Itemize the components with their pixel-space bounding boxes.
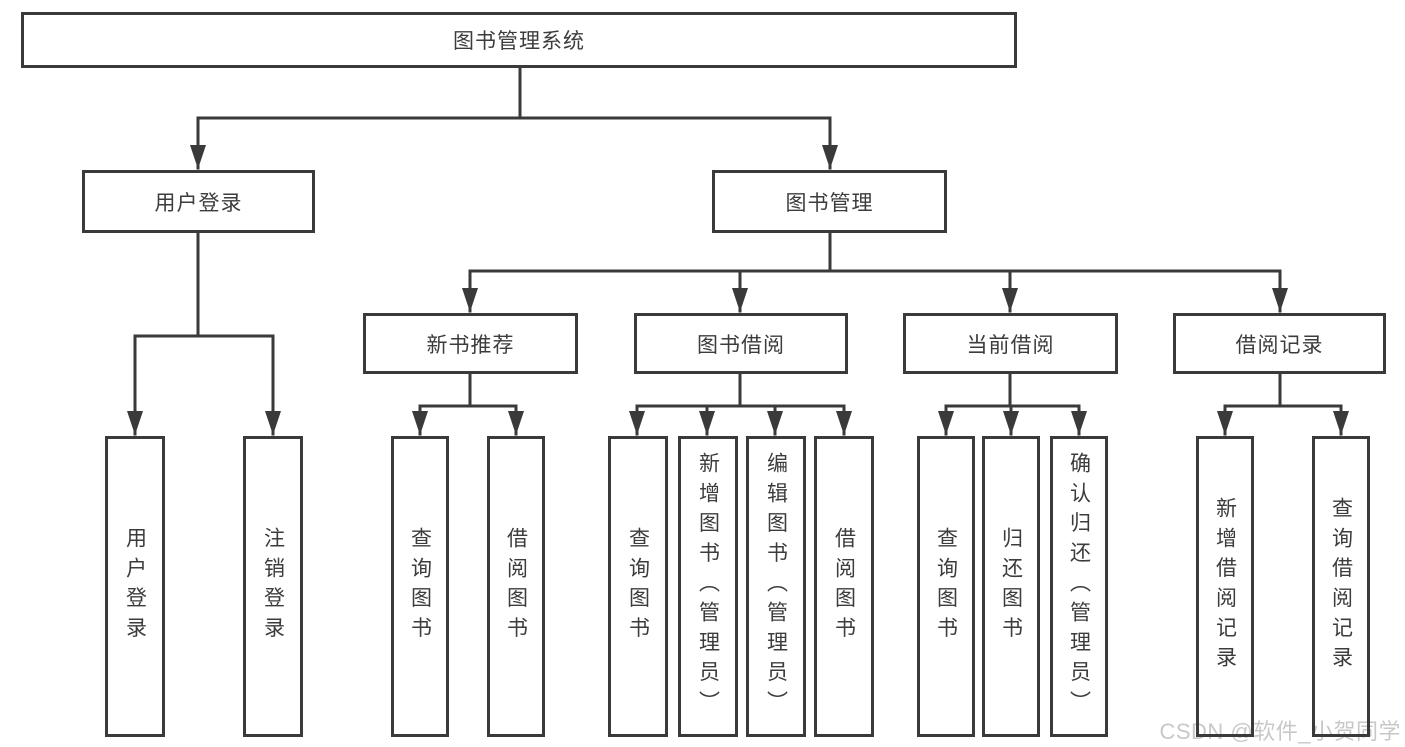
leaf-newbook-borrow-books-label: 借阅图书 bbox=[504, 526, 528, 647]
leaf-borrowing-borrow-books: 借阅图书 bbox=[814, 436, 874, 737]
node-book-borrowing-label: 图书借阅 bbox=[697, 333, 785, 357]
leaf-current-query-books: 查询图书 bbox=[917, 436, 975, 737]
node-root-system: 图书管理系统 bbox=[21, 12, 1017, 68]
leaf-user-login-label: 用户登录 bbox=[123, 526, 147, 647]
leaf-newbook-query-books: 查询图书 bbox=[391, 436, 449, 737]
leaf-records-query-record: 查询借阅记录 bbox=[1312, 436, 1370, 737]
node-book-management-label: 图书管理 bbox=[785, 191, 874, 215]
node-book-management: 图书管理 bbox=[712, 170, 947, 233]
node-current-borrowing-label: 当前借阅 bbox=[966, 333, 1055, 357]
node-current-borrowing: 当前借阅 bbox=[903, 313, 1118, 374]
leaf-current-return-books: 归还图书 bbox=[982, 436, 1040, 737]
node-book-borrowing: 图书借阅 bbox=[634, 313, 848, 374]
leaf-borrowing-edit-books-admin-label: 编辑图书（管理员） bbox=[764, 452, 788, 721]
leaf-current-return-books-label: 归还图书 bbox=[999, 526, 1023, 647]
leaf-borrowing-edit-books-admin: 编辑图书（管理员） bbox=[746, 436, 806, 737]
leaf-current-query-books-label: 查询图书 bbox=[934, 526, 958, 647]
node-new-book-recommend-label: 新书推荐 bbox=[426, 333, 515, 357]
node-user-login: 用户登录 bbox=[82, 170, 315, 233]
leaf-borrowing-query-books-label: 查询图书 bbox=[626, 526, 650, 647]
node-root-system-label: 图书管理系统 bbox=[453, 30, 585, 53]
leaf-current-confirm-return-admin-label: 确认归还（管理员） bbox=[1067, 452, 1091, 721]
leaf-borrowing-borrow-books-label: 借阅图书 bbox=[832, 526, 856, 647]
leaf-records-add-record: 新增借阅记录 bbox=[1196, 436, 1254, 737]
node-borrow-records-label: 借阅记录 bbox=[1235, 333, 1324, 357]
leaf-newbook-borrow-books: 借阅图书 bbox=[487, 436, 545, 737]
leaf-borrowing-add-books-admin-label: 新增图书（管理员） bbox=[696, 452, 720, 721]
node-user-login-label: 用户登录 bbox=[154, 191, 243, 215]
node-borrow-records: 借阅记录 bbox=[1173, 313, 1386, 374]
leaf-logout: 注销登录 bbox=[243, 436, 303, 737]
leaf-user-login: 用户登录 bbox=[105, 436, 165, 737]
leaf-current-confirm-return-admin: 确认归还（管理员） bbox=[1050, 436, 1108, 737]
leaf-records-query-record-label: 查询借阅记录 bbox=[1329, 497, 1353, 676]
node-new-book-recommend: 新书推荐 bbox=[363, 313, 578, 374]
leaf-newbook-query-books-label: 查询图书 bbox=[408, 526, 432, 647]
leaf-borrowing-add-books-admin: 新增图书（管理员） bbox=[678, 436, 738, 737]
watermark-text: CSDN @软件_小贺同学 bbox=[1159, 719, 1401, 744]
leaf-records-add-record-label: 新增借阅记录 bbox=[1213, 497, 1237, 676]
leaf-borrowing-query-books: 查询图书 bbox=[608, 436, 668, 737]
leaf-logout-label: 注销登录 bbox=[261, 526, 285, 647]
